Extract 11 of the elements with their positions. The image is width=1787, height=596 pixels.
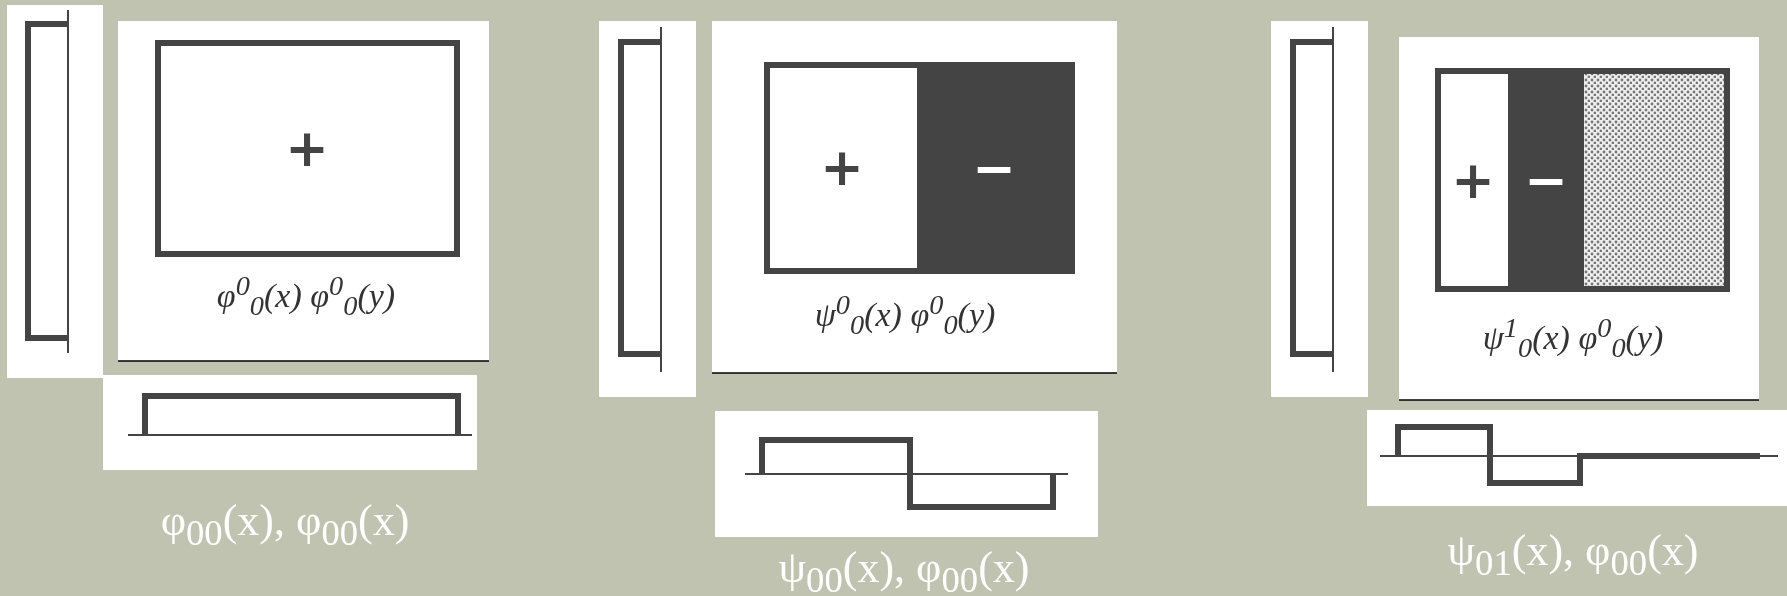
sign-label: + <box>820 141 864 193</box>
sign-label: − <box>1524 154 1568 206</box>
sign-label: + <box>285 122 329 174</box>
formula-label: ψ$^{0}$$_{0}$(x) φ$^{0}$$_{0}$(y) <box>814 290 996 340</box>
caption-text: ψ$_{00}$(x), φ$_{00}$(x) <box>778 545 1030 596</box>
caption-text: ψ$_{01}$(x), φ$_{00}$(x) <box>1447 528 1699 582</box>
sign-label: + <box>1451 154 1495 206</box>
sign-label: − <box>972 142 1016 194</box>
caption-text: φ$_{00}$(x), φ$_{00}$(x) <box>160 498 410 552</box>
formula-label: φ$^{0}$$_{0}$(x) φ$^{0}$$_{0}$(y) <box>216 271 396 321</box>
formula-label: ψ$^{1}$$_{0}$(x) φ$^{0}$$_{0}$(y) <box>1482 313 1664 363</box>
